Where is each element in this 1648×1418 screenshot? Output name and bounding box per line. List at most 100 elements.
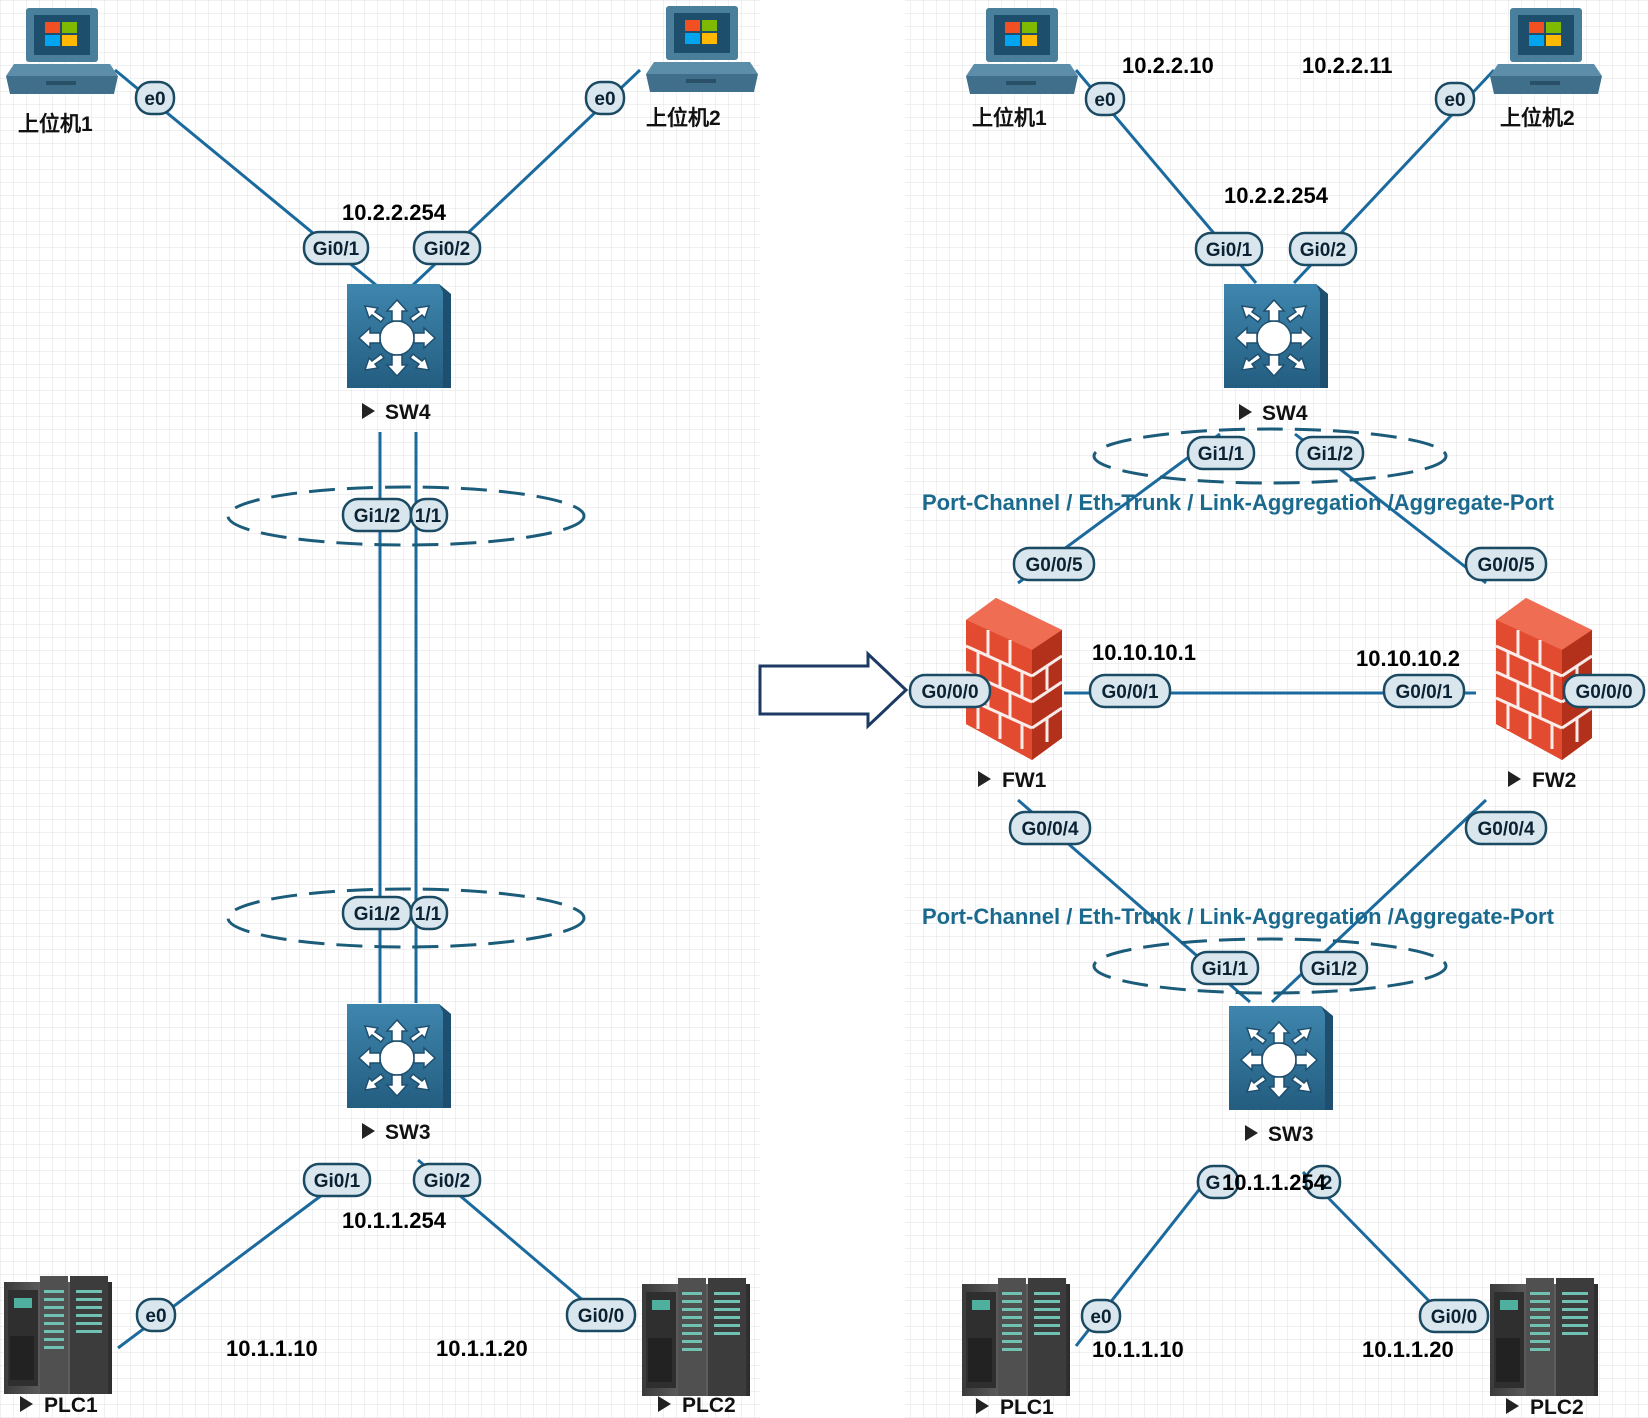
port-badge[interactable]: e0 — [135, 1297, 177, 1333]
switch-icon[interactable] — [346, 1003, 452, 1109]
svg-text:Gi0/1: Gi0/1 — [313, 239, 360, 260]
port-badge[interactable]: Gi1/1 — [1190, 950, 1260, 986]
port-badge[interactable]: G0/0/0 — [908, 673, 992, 709]
svg-text:e0: e0 — [144, 89, 165, 110]
port-badge[interactable]: 1/1 — [409, 895, 449, 931]
svg-text:G0/0/5: G0/0/5 — [1025, 555, 1082, 576]
port-badge[interactable]: Gi0/0 — [565, 1297, 637, 1333]
svg-text:Gi1/2: Gi1/2 — [354, 904, 400, 925]
port-badge[interactable]: e0 — [1080, 1298, 1122, 1334]
port-badge[interactable]: G — [1196, 1164, 1240, 1200]
left-diagram: 上位机1 上位机2 SW4 SW3 PLC1 PLC2 10.2.2.254 1… — [4, 6, 758, 1417]
svg-text:G0/0/0: G0/0/0 — [1575, 682, 1632, 703]
svg-text:Gi1/1: Gi1/1 — [1198, 444, 1245, 465]
port-badge[interactable]: G0/0/1 — [1382, 673, 1466, 709]
plc2-name: PLC2 — [1530, 1396, 1584, 1418]
host1-name: 上位机1 — [18, 112, 93, 136]
port-badge[interactable]: Gi0/2 — [412, 230, 482, 266]
svg-text:Gi1/2: Gi1/2 — [1307, 444, 1353, 465]
svg-text:Gi0/1: Gi0/1 — [314, 1171, 361, 1192]
svg-text:G0/0/1: G0/0/1 — [1101, 682, 1158, 703]
plc-icon[interactable] — [1490, 1278, 1598, 1396]
svg-text:e0: e0 — [594, 89, 615, 110]
svg-text:G0/0/0: G0/0/0 — [921, 682, 978, 703]
host2-name: 上位机2 — [646, 106, 721, 130]
svg-text:G: G — [1206, 1173, 1221, 1194]
lag-ring-upper — [226, 485, 586, 547]
fw1-name: FW1 — [1002, 769, 1047, 792]
port-badge[interactable]: Gi0/2 — [1288, 231, 1358, 267]
svg-text:1/1: 1/1 — [415, 904, 442, 925]
port-badge[interactable]: e0 — [1084, 81, 1126, 117]
fw2-ip: 10.10.10.2 — [1356, 646, 1460, 671]
svg-text:G0/0/4: G0/0/4 — [1021, 819, 1078, 840]
port-badge[interactable]: Gi1/2 — [341, 895, 413, 931]
port-badge[interactable]: Gi1/1 — [1186, 435, 1256, 471]
port-badge[interactable]: e0 — [134, 80, 176, 116]
lag-ring-upper — [1092, 427, 1448, 485]
svg-text:Gi0/2: Gi0/2 — [424, 1171, 470, 1192]
port-badge[interactable]: Gi0/1 — [302, 1162, 372, 1198]
host2-ip: 10.2.2.11 — [1302, 53, 1393, 78]
port-badge[interactable]: e0 — [584, 80, 626, 116]
host1-ip: 10.2.2.10 — [1122, 53, 1214, 78]
port-badge[interactable]: 2 — [1304, 1164, 1342, 1200]
plc-icon[interactable] — [4, 1276, 112, 1394]
plc-icon[interactable] — [962, 1278, 1070, 1396]
plc2-ip: 10.1.1.20 — [436, 1336, 528, 1361]
port-badge[interactable]: Gi1/2 — [341, 497, 413, 533]
sw3-ip: 10.1.1.254 — [1222, 1170, 1327, 1195]
sw4-ip: 10.2.2.254 — [1224, 183, 1329, 208]
switch-icon[interactable] — [1228, 1005, 1334, 1111]
svg-text:G0/0/4: G0/0/4 — [1477, 819, 1534, 840]
plc1-ip: 10.1.1.10 — [1092, 1337, 1184, 1362]
svg-text:Gi0/2: Gi0/2 — [424, 239, 470, 260]
plc1-name: PLC1 — [44, 1394, 98, 1417]
plc2-ip: 10.1.1.20 — [1362, 1337, 1454, 1362]
port-badge[interactable]: G0/0/4 — [1464, 810, 1548, 846]
sw4-ip: 10.2.2.254 — [342, 200, 447, 225]
sw3-ip: 10.1.1.254 — [342, 1208, 447, 1233]
port-badge[interactable]: Gi1/2 — [1299, 950, 1369, 986]
port-badge[interactable]: G0/0/5 — [1464, 546, 1548, 582]
port-badge[interactable]: 1/1 — [409, 497, 449, 533]
svg-text:Gi0/0: Gi0/0 — [578, 1306, 624, 1327]
switch-icon[interactable] — [1223, 283, 1329, 389]
switch-icon[interactable] — [346, 283, 452, 389]
svg-text:e0: e0 — [1444, 90, 1465, 111]
sw4-name: SW4 — [385, 401, 431, 424]
port-badge[interactable]: Gi0/1 — [302, 230, 370, 266]
transform-arrow-icon — [758, 650, 909, 730]
svg-text:2: 2 — [1322, 1173, 1333, 1194]
port-badge[interactable]: G0/0/1 — [1088, 673, 1172, 709]
svg-text:Gi1/2: Gi1/2 — [1311, 959, 1357, 980]
svg-text:1/1: 1/1 — [415, 506, 442, 527]
port-badge[interactable]: G0/0/4 — [1008, 810, 1092, 846]
right-diagram: 上位机1 上位机2 10.2.2.10 10.2.2.11 SW4 10.2.2… — [908, 8, 1646, 1418]
svg-text:Gi1/1: Gi1/1 — [1202, 959, 1249, 980]
fw2-name: FW2 — [1532, 769, 1576, 792]
port-badge[interactable]: G0/0/0 — [1562, 673, 1646, 709]
port-badge[interactable]: Gi0/1 — [1194, 231, 1264, 267]
aggregate-label-lower: Port-Channel / Eth-Trunk / Link-Aggregat… — [922, 904, 1555, 929]
svg-text:G0/0/1: G0/0/1 — [1395, 682, 1452, 703]
port-badge[interactable]: G0/0/5 — [1012, 546, 1096, 582]
port-badge[interactable]: Gi1/2 — [1295, 435, 1365, 471]
lag-ring-lower — [226, 887, 586, 949]
svg-text:e0: e0 — [1090, 1307, 1111, 1328]
plc1-name: PLC1 — [1000, 1396, 1054, 1418]
plc2-name: PLC2 — [682, 1394, 736, 1417]
sw3-name: SW3 — [1268, 1123, 1314, 1146]
svg-text:Gi1/2: Gi1/2 — [354, 506, 400, 527]
svg-text:e0: e0 — [1094, 90, 1115, 111]
port-badge[interactable]: e0 — [1434, 81, 1476, 117]
port-badge[interactable]: Gi0/2 — [412, 1162, 482, 1198]
host1-name: 上位机1 — [972, 106, 1047, 130]
host2-name: 上位机2 — [1500, 106, 1575, 130]
port-badge[interactable]: Gi0/0 — [1418, 1298, 1490, 1334]
svg-text:G0/0/5: G0/0/5 — [1477, 555, 1534, 576]
plc-icon[interactable] — [642, 1278, 750, 1396]
lag-ring-lower — [1092, 937, 1448, 995]
